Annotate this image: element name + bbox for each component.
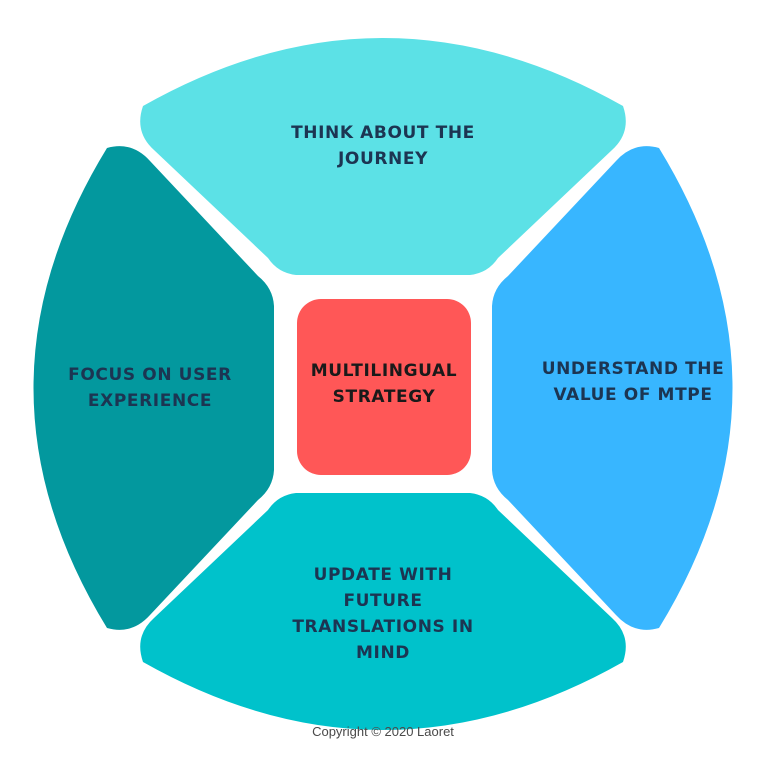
center-box	[297, 299, 471, 475]
top-label-line-1: THINK ABOUT THE	[291, 123, 475, 143]
left-segment-label: FOCUS ON USER EXPERIENCE	[20, 362, 280, 414]
bottom-label-line-2: FUTURE	[343, 591, 423, 611]
bottom-label-line-4: MIND	[356, 643, 410, 663]
bottom-segment-label: UPDATE WITH FUTURE TRANSLATIONS IN MIND	[233, 562, 533, 666]
left-segment	[33, 146, 274, 630]
left-label-line-1: FOCUS ON USER	[68, 365, 232, 385]
right-segment	[492, 146, 733, 630]
top-label-line-2: JOURNEY	[337, 149, 429, 169]
bottom-label-line-1: UPDATE WITH	[313, 565, 453, 585]
center-label-line-2: STRATEGY	[332, 387, 436, 407]
left-label-line-2: EXPERIENCE	[87, 391, 213, 411]
right-segment-label: UNDERSTAND THE VALUE OF MTPE	[500, 356, 766, 408]
bottom-segment	[140, 493, 626, 730]
right-label-line-1: UNDERSTAND THE	[541, 359, 725, 379]
top-segment	[140, 38, 626, 275]
top-segment-label: THINK ABOUT THE JOURNEY	[233, 120, 533, 172]
bottom-label-line-3: TRANSLATIONS IN	[292, 617, 474, 637]
center-label: MULTILINGUAL STRATEGY	[297, 358, 471, 410]
copyright-text: Copyright © 2020 Laoret	[312, 724, 454, 739]
center-label-line-1: MULTILINGUAL	[310, 361, 458, 381]
right-label-line-2: VALUE OF MTPE	[553, 385, 713, 405]
